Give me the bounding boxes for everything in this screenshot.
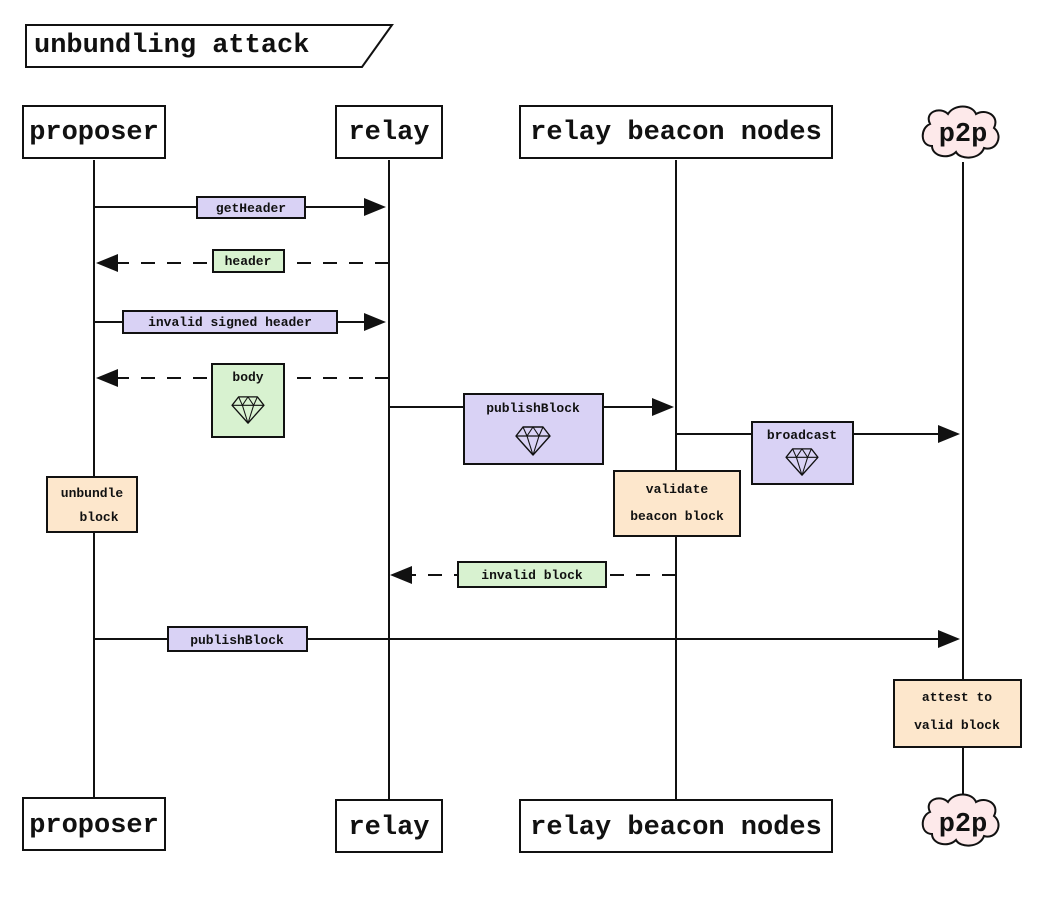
note-line: block <box>79 510 118 525</box>
actor-relay-beacon-nodes-bottom: relay beacon nodes <box>519 799 833 853</box>
arrow-head-icon <box>364 313 386 331</box>
actor-proposer-bottom: proposer <box>22 797 166 851</box>
message-header: header <box>96 249 389 273</box>
message-label: invalid signed header <box>148 315 312 330</box>
actor-label: relay beacon nodes <box>530 813 822 843</box>
note-unbundle-block: unbundle block <box>46 476 138 533</box>
arrow-head-icon <box>96 254 118 272</box>
arrow-head-icon <box>390 566 412 584</box>
actor-label: relay beacon nodes <box>530 118 822 148</box>
message-label: publishBlock <box>190 633 284 648</box>
arrow-head-icon <box>938 425 960 443</box>
message-invalid-block: invalid block <box>390 561 676 588</box>
actor-label: relay <box>348 118 429 148</box>
message-broadcast: broadcast <box>676 421 960 485</box>
arrow-head-icon <box>938 630 960 648</box>
actor-label: p2p <box>939 810 988 840</box>
message-getheader: getHeader <box>94 196 386 219</box>
message-label: invalid block <box>481 568 583 583</box>
note-line: unbundle <box>61 486 124 501</box>
actor-label: relay <box>348 813 429 843</box>
actor-label: proposer <box>29 811 159 841</box>
message-label: header <box>225 254 272 269</box>
note-attest-valid-block: attest to valid block <box>893 679 1022 748</box>
message-publishblock-proposer: publishBlock <box>94 626 960 652</box>
actor-proposer-top: proposer <box>22 105 166 159</box>
actor-p2p-bottom: p2p <box>921 793 1000 847</box>
diagram-title: unbundling attack <box>25 24 394 68</box>
message-invalid-signed-header: invalid signed header <box>94 310 386 334</box>
message-label: broadcast <box>767 428 837 443</box>
actor-p2p-top: p2p <box>921 105 1000 159</box>
message-label: getHeader <box>216 201 286 216</box>
actor-label: proposer <box>29 118 159 148</box>
actor-relay-beacon-nodes-top: relay beacon nodes <box>519 105 833 159</box>
arrow-head-icon <box>652 398 674 416</box>
message-label: publishBlock <box>486 401 580 416</box>
note-line: validate <box>646 482 709 497</box>
message-publishblock-relay: publishBlock <box>389 393 674 465</box>
actor-relay-bottom: relay <box>335 799 443 853</box>
message-label: body <box>232 370 263 385</box>
note-line: valid block <box>914 718 1000 733</box>
actor-label: p2p <box>939 120 988 150</box>
note-line: beacon block <box>630 509 724 524</box>
note-line: attest to <box>922 690 992 705</box>
note-validate-beacon-block: validate beacon block <box>613 470 741 537</box>
diagram-title-text: unbundling attack <box>34 31 309 61</box>
message-body: body <box>96 363 389 438</box>
arrow-head-icon <box>96 369 118 387</box>
actor-relay-top: relay <box>335 105 443 159</box>
arrow-head-icon <box>364 198 386 216</box>
